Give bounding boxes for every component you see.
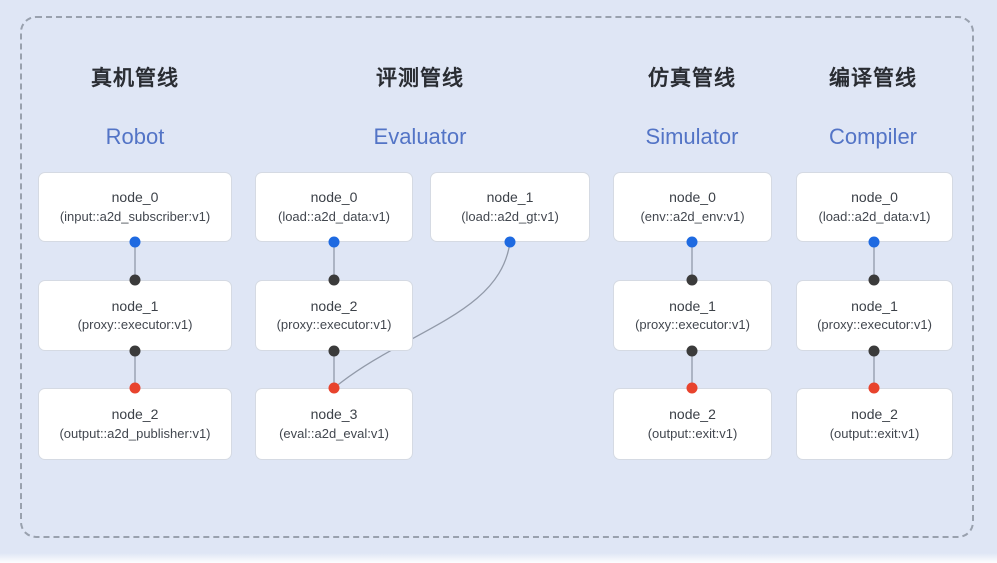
edge-evaluator-n1-n3-curve (333, 241, 511, 389)
node-name: node_2 (851, 406, 898, 423)
node-name: node_1 (486, 189, 534, 206)
node-type: (input::a2d_subscriber:v1) (59, 208, 211, 224)
node-name: node_1 (669, 297, 716, 314)
node-type: (load::a2d_data:v1) (277, 208, 391, 224)
node-card-robot-0: node_0 (input::a2d_subscriber:v1) (38, 172, 232, 242)
node-card-compiler-2: node_2 (output::exit:v1) (796, 388, 953, 460)
node-type: (output::a2d_publisher:v1) (59, 425, 211, 441)
pipeline-title-robot-en: Robot (105, 124, 165, 149)
pipeline-title-evaluator-en: Evaluator (373, 124, 467, 149)
node-card-simulator-0: node_0 (env::a2d_env:v1) (613, 172, 772, 242)
node-type: (output::exit:v1) (647, 425, 738, 441)
node-name: node_0 (111, 189, 159, 206)
node-name: node_0 (310, 189, 358, 206)
node-type: (proxy::executor:v1) (276, 317, 392, 333)
node-card-simulator-2: node_2 (output::exit:v1) (613, 388, 772, 460)
node-name: node_3 (310, 406, 358, 423)
port-dot-black (868, 274, 880, 286)
port-dot-black (868, 345, 880, 357)
node-type: (load::a2d_data:v1) (818, 208, 931, 224)
node-card-evaluator-1: node_1 (load::a2d_gt:v1) (430, 172, 590, 242)
port-dot-black (129, 274, 141, 286)
node-type: (output::exit:v1) (829, 425, 920, 441)
port-dot-red (868, 382, 880, 394)
port-dot-black (328, 345, 340, 357)
pipeline-title-evaluator-zh: 评测管线 (376, 67, 464, 90)
port-dot-blue (328, 236, 340, 248)
pipeline-title-simulator-zh: 仿真管线 (648, 67, 736, 90)
pipeline-title-simulator-en: Simulator (645, 124, 739, 149)
node-name: node_1 (851, 297, 898, 314)
node-name: node_1 (111, 297, 159, 314)
port-dot-blue (504, 236, 516, 248)
node-card-evaluator-2: node_2 (proxy::executor:v1) (255, 280, 413, 351)
port-dot-blue (129, 236, 141, 248)
diagram-frame (20, 16, 974, 538)
node-type: (proxy::executor:v1) (817, 317, 932, 333)
node-type: (eval::a2d_eval:v1) (279, 425, 389, 441)
node-card-simulator-1: node_1 (proxy::executor:v1) (613, 280, 772, 351)
port-dot-red (686, 382, 698, 394)
pipeline-title-robot-zh: 真机管线 (91, 67, 179, 90)
port-dot-red (328, 382, 340, 394)
node-type: (env::a2d_env:v1) (640, 208, 745, 224)
port-dot-black (328, 274, 340, 286)
node-card-robot-1: node_1 (proxy::executor:v1) (38, 280, 232, 351)
node-card-compiler-1: node_1 (proxy::executor:v1) (796, 280, 953, 351)
node-card-robot-2: node_2 (output::a2d_publisher:v1) (38, 388, 232, 460)
node-card-compiler-0: node_0 (load::a2d_data:v1) (796, 172, 953, 242)
pipeline-title-compiler-zh: 编译管线 (829, 67, 917, 90)
node-type: (proxy::executor:v1) (77, 317, 193, 333)
pipeline-title-compiler-en: Compiler (828, 124, 918, 149)
node-name: node_0 (851, 189, 898, 206)
port-dot-blue (868, 236, 880, 248)
port-dot-blue (686, 236, 698, 248)
port-dot-red (129, 382, 141, 394)
node-card-evaluator-3: node_3 (eval::a2d_eval:v1) (255, 388, 413, 460)
node-name: node_2 (669, 406, 716, 423)
node-name: node_0 (669, 189, 716, 206)
node-type: (load::a2d_gt:v1) (461, 208, 559, 224)
node-name: node_2 (310, 297, 358, 314)
node-card-evaluator-0: node_0 (load::a2d_data:v1) (255, 172, 413, 242)
port-dot-black (129, 345, 141, 357)
port-dot-black (686, 345, 698, 357)
port-dot-black (686, 274, 698, 286)
node-name: node_2 (111, 406, 159, 423)
node-type: (proxy::executor:v1) (635, 317, 750, 333)
